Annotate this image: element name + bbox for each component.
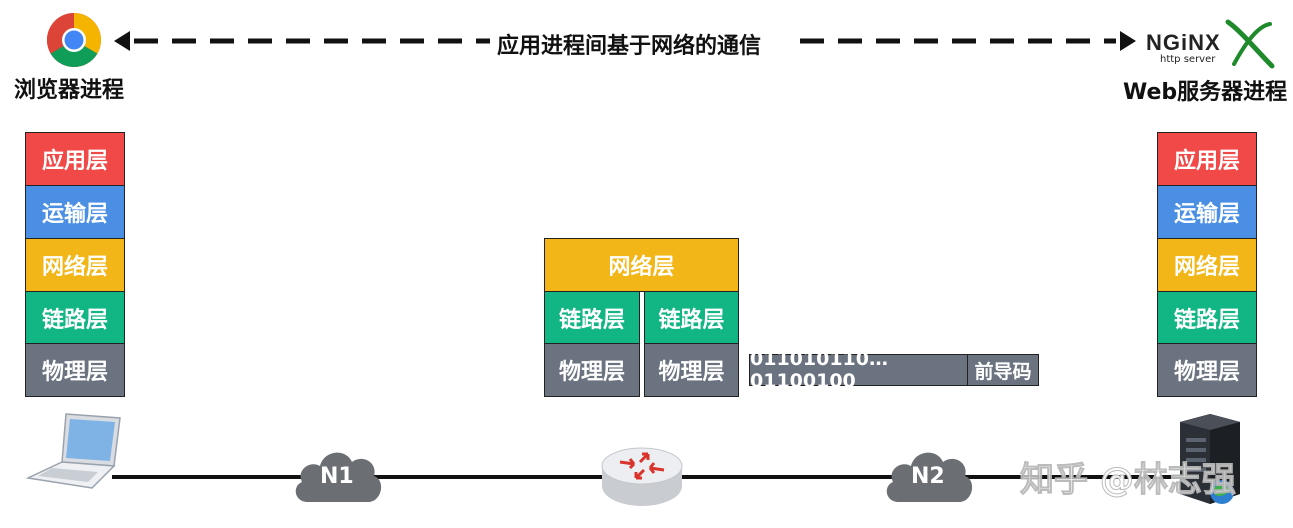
router-physical-layer-left: 物理层 xyxy=(544,343,640,397)
left-application-layer: 应用层 xyxy=(25,132,125,186)
nginx-logo-text: NGiNX xyxy=(1146,30,1221,56)
left-physical-layer: 物理层 xyxy=(25,343,125,397)
network-n2-label: N2 xyxy=(911,464,945,489)
right-physical-layer: 物理层 xyxy=(1157,343,1257,397)
frame-preamble: 前导码 xyxy=(967,354,1039,386)
nginx-x-swoosh xyxy=(1222,18,1278,70)
right-network-layer: 网络层 xyxy=(1157,238,1257,292)
router-icon xyxy=(598,440,686,510)
chrome-icon xyxy=(46,12,102,68)
left-transport-layer: 运输层 xyxy=(25,185,125,239)
router-network-layer: 网络层 xyxy=(544,238,739,292)
router-physical-layer-right: 物理层 xyxy=(644,343,739,397)
right-link-layer: 链路层 xyxy=(1157,291,1257,345)
left-network-layer: 网络层 xyxy=(25,238,125,292)
router-link-layer-right: 链路层 xyxy=(644,291,739,345)
network-n1-label: N1 xyxy=(320,464,354,489)
router-link-layer-left: 链路层 xyxy=(544,291,640,345)
nginx-sub-text: http server xyxy=(1160,54,1215,65)
frame-bits: 011010110…01100100 xyxy=(749,354,969,386)
right-transport-layer: 运输层 xyxy=(1157,185,1257,239)
left-link-layer: 链路层 xyxy=(25,291,125,345)
right-application-layer: 应用层 xyxy=(1157,132,1257,186)
laptop-icon xyxy=(22,412,126,492)
web-server-process-label: Web服务器进程 xyxy=(1123,74,1287,106)
communication-label: 应用进程间基于网络的通信 xyxy=(497,28,761,60)
watermark: 知乎 @林志强 xyxy=(1020,452,1236,501)
browser-process-label: 浏览器进程 xyxy=(14,72,124,104)
nginx-logo: NGiNX http server xyxy=(1140,18,1280,74)
